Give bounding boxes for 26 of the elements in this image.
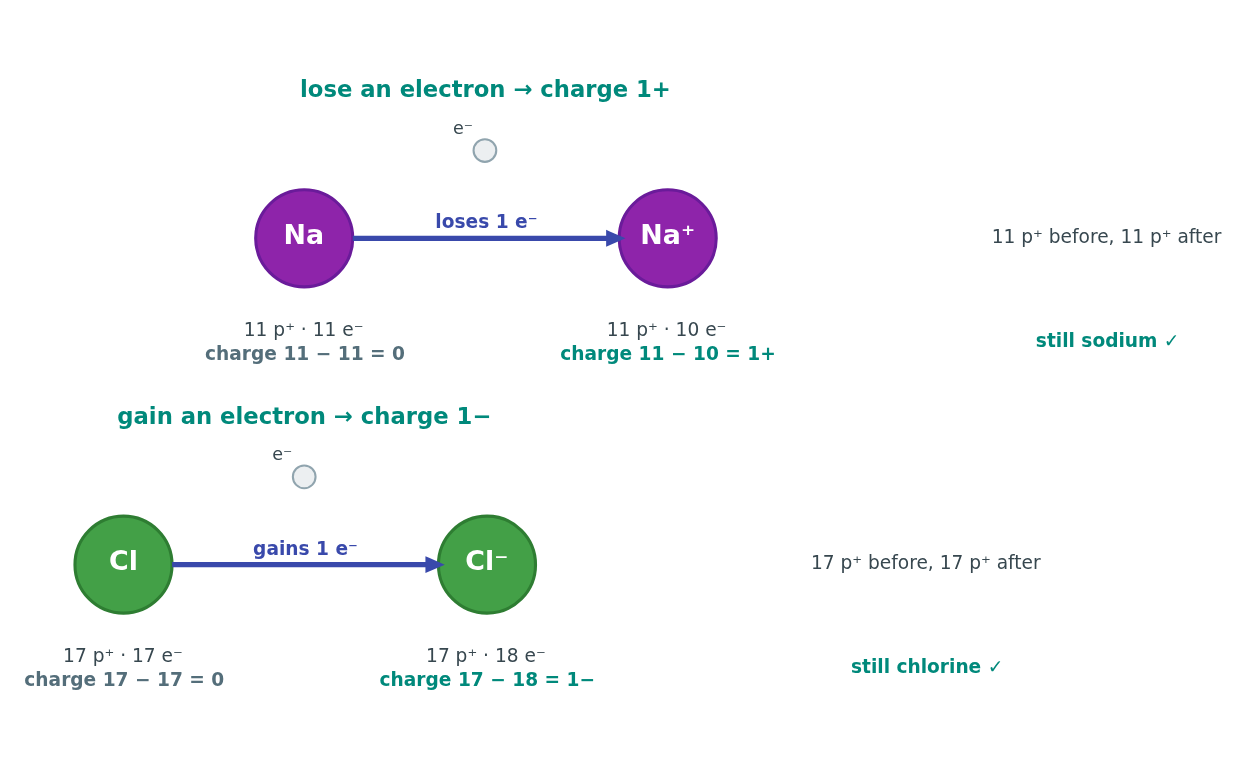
arrow xyxy=(171,555,445,573)
node-circle: Na⁺ xyxy=(617,187,718,288)
label: gain an electron → charge 1− xyxy=(116,402,491,429)
node-label: 17 p⁺ · 17 e⁻ xyxy=(62,644,183,666)
node-label: charge 17 − 18 = 1− xyxy=(379,668,595,690)
label: 11 p⁺ before, 11 p⁺ after xyxy=(991,225,1221,247)
label: still chlorine ✓ xyxy=(850,655,1003,677)
node-label: 11 p⁺ · 10 e⁻ xyxy=(606,318,726,340)
node-label: charge 17 − 17 = 0 xyxy=(23,668,224,690)
node-label: 17 p⁺ · 18 e⁻ xyxy=(425,644,546,666)
arrow xyxy=(352,229,625,247)
label: 17 p⁺ before, 17 p⁺ after xyxy=(810,551,1041,573)
node-circle: Cl xyxy=(72,514,174,615)
label: lose an electron → charge 1+ xyxy=(299,75,671,102)
node-circle xyxy=(472,137,497,163)
node-label: e⁻ xyxy=(271,443,292,464)
node-circle xyxy=(291,463,317,489)
node-label: e⁻ xyxy=(452,117,473,138)
node-label: charge 11 − 11 = 0 xyxy=(204,342,405,364)
node-circle: Cl⁻ xyxy=(436,514,537,615)
node-label: charge 11 − 10 = 1+ xyxy=(559,342,776,364)
node-label: 11 p⁺ · 11 e⁻ xyxy=(243,318,363,340)
edge-label: gains 1 e⁻ xyxy=(252,537,358,559)
label: still sodium ✓ xyxy=(1035,329,1179,351)
node-circle: Na xyxy=(253,187,354,288)
edge-label: loses 1 e⁻ xyxy=(434,210,537,232)
